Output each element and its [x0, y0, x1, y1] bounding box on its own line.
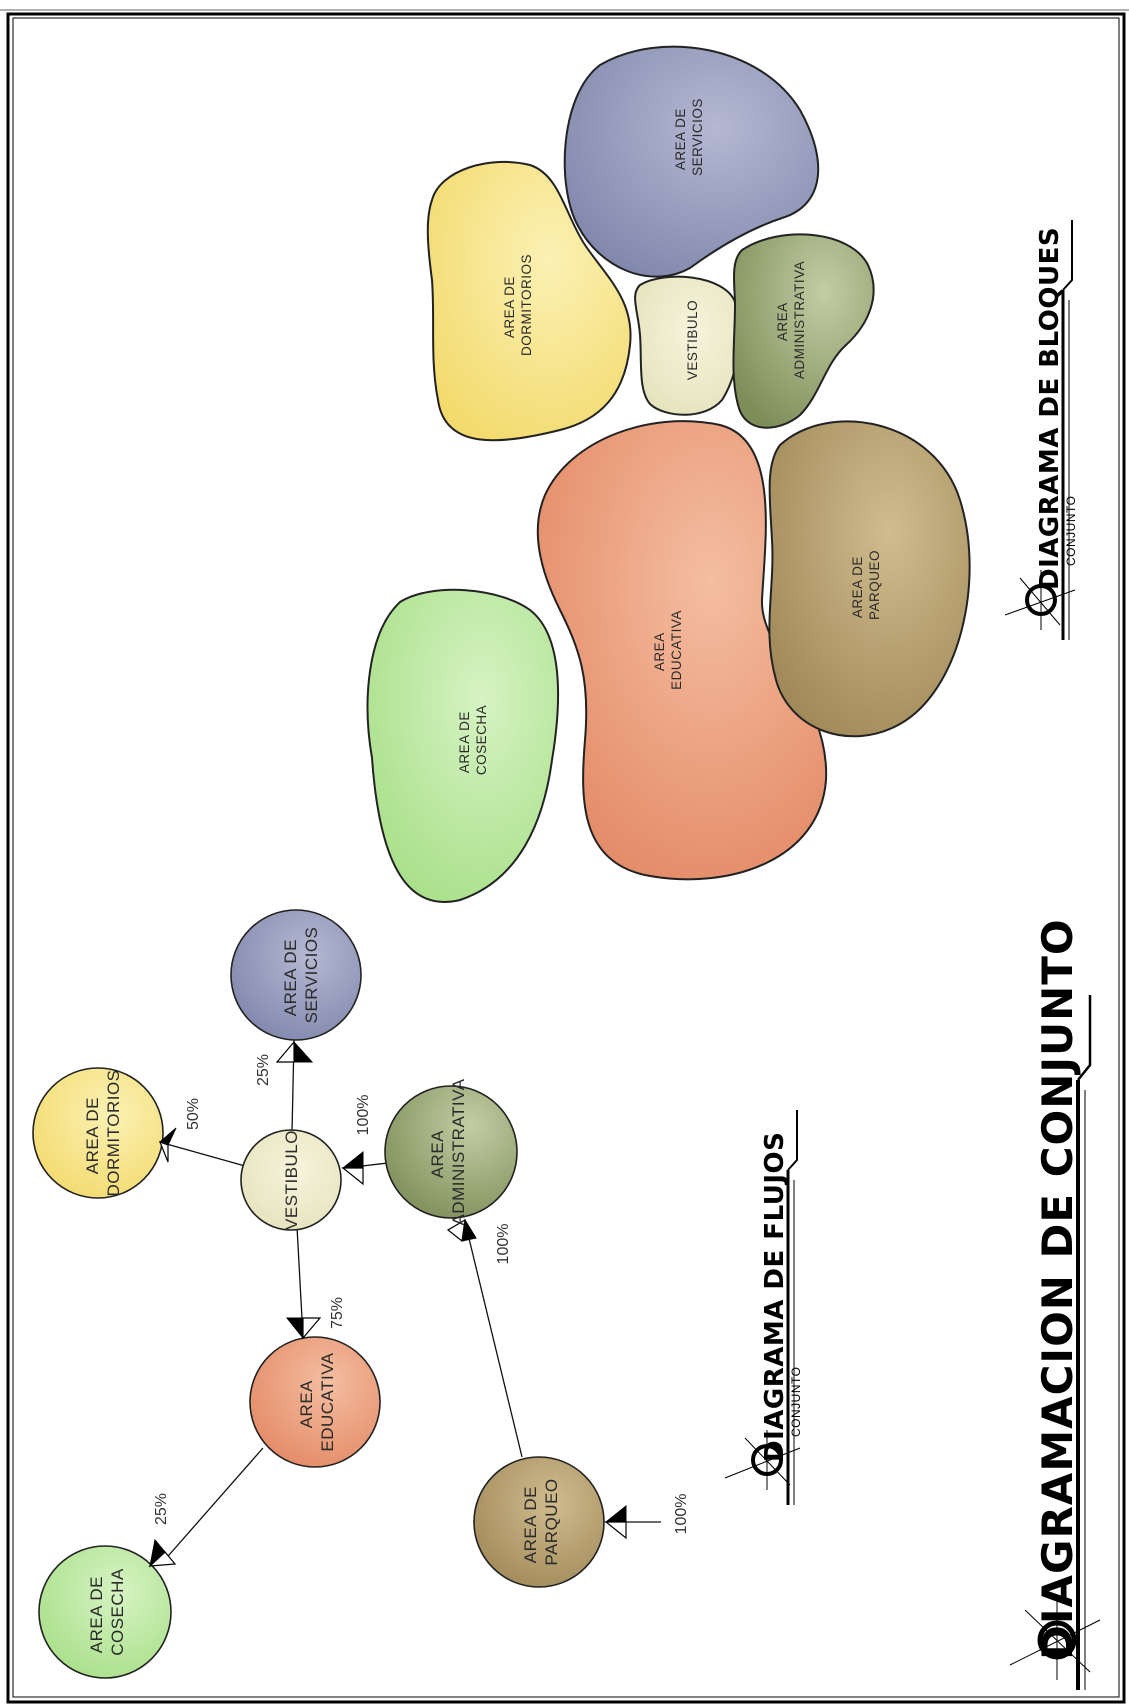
pct-vestibulo-educativa: 75% [329, 1297, 346, 1329]
block-cosecha [366, 588, 560, 903]
node-label-servicios: AREA DE SERVICIOS [281, 927, 321, 1024]
flow-title-crosshair-icon [724, 1430, 801, 1490]
title-flow-diagram: DIAGRAMA DE FLUJOS CONJUNTO [724, 1110, 803, 1505]
node-label-dormitorios: AREA DE DORMITORIOS [83, 1069, 123, 1196]
block-label-educativa: AREA EDUCATIVA [652, 610, 684, 690]
sheet-inner-border [12, 17, 1120, 1698]
node-label-vestibulo: VESTIBULO [282, 1130, 301, 1230]
block-diagram-subtitle: CONJUNTO [1064, 496, 1078, 566]
arrow-administrativa [446, 1218, 477, 1243]
flow-diagram-title: DIAGRAMA DE FLUJOS [760, 1132, 790, 1462]
block-educativa [536, 420, 828, 881]
block-diagram: AREA DE COSECHA AREA EDUCATIVA AREA DE P… [366, 45, 971, 903]
block-label-servicios: AREA DE SERVICIOS [673, 98, 705, 176]
pct-vestibulo-servicios: 25% [255, 1054, 272, 1086]
node-label-cosecha: AREA DE COSECHA [87, 1568, 127, 1656]
block-parqueo [768, 420, 971, 738]
node-dormitorios [32, 1067, 164, 1199]
block-label-cosecha: AREA DE COSECHA [457, 705, 489, 775]
main-title-underline-hook [1077, 995, 1092, 1081]
main-title-crosshair-icon [1009, 1600, 1101, 1680]
pct-vestibulo-dormitorios: 50% [185, 1098, 202, 1130]
flow-line-educativa-cosecha [161, 1447, 264, 1564]
block-title-underline-hook [1062, 220, 1073, 291]
node-administrativa [384, 1085, 518, 1219]
node-educativa [249, 1336, 381, 1468]
pct-parqueo-administrativa: 100% [495, 1224, 512, 1265]
arrow-cosecha [148, 1538, 177, 1568]
block-servicios [563, 45, 820, 278]
flow-title-underline-hook [787, 1110, 798, 1171]
block-label-administrativa: AREA ADMINISTRATIVA [775, 261, 807, 379]
block-administrativa [732, 233, 875, 429]
node-cosecha [38, 1545, 172, 1679]
block-vestibulo [634, 275, 741, 416]
pct-administrativa-vestibulo: 100% [355, 1095, 372, 1136]
arrow-vestibulo [341, 1150, 364, 1186]
block-diagram-title: DIAGRAMA DE BLOQUES [1035, 227, 1065, 590]
arrow-parqueo [604, 1504, 627, 1540]
block-dormitorios [426, 161, 632, 442]
node-parqueo [473, 1456, 605, 1588]
pct-educativa-cosecha: 25% [153, 1493, 170, 1525]
block-label-dormitorios: AREA DE DORMITORIOS [502, 254, 534, 356]
arrow-servicios [275, 1040, 314, 1063]
node-vestibulo [240, 1129, 342, 1231]
block-label-vestibulo: VESTIBULO [685, 300, 700, 380]
flow-diagram-subtitle: CONJUNTO [789, 1367, 803, 1437]
node-label-administrativa: AREA ADMINISTRATIVA [428, 1078, 468, 1225]
main-title-block: DIAGRAMACION DE CONJUNTO [1009, 918, 1101, 1690]
node-label-educativa: AREA EDUCATIVA [297, 1352, 337, 1451]
node-label-parqueo: AREA DE PARQUEO [521, 1478, 561, 1565]
block-title-crosshair-icon [1004, 570, 1076, 630]
flow-diagram: AREA DE DORMITORIOS AREA DE SERVICIOS VE… [32, 909, 690, 1679]
flow-line-parqueo-administrativa [464, 1221, 523, 1458]
flow-lines [161, 1039, 661, 1564]
block-label-parqueo: AREA DE PARQUEO [850, 550, 882, 620]
sheet-border [6, 12, 1126, 1704]
arrow-educativa [285, 1317, 322, 1340]
flow-line-vestibulo-dormitorios [162, 1142, 246, 1167]
node-servicios [230, 909, 362, 1041]
title-block-diagram: DIAGRAMA DE BLOQUES CONJUNTO [1004, 220, 1078, 640]
main-title: DIAGRAMACION DE CONJUNTO [1033, 918, 1082, 1660]
arrow-dormitorios [158, 1127, 177, 1163]
pct-entrance-parqueo: 100% [673, 1494, 690, 1535]
